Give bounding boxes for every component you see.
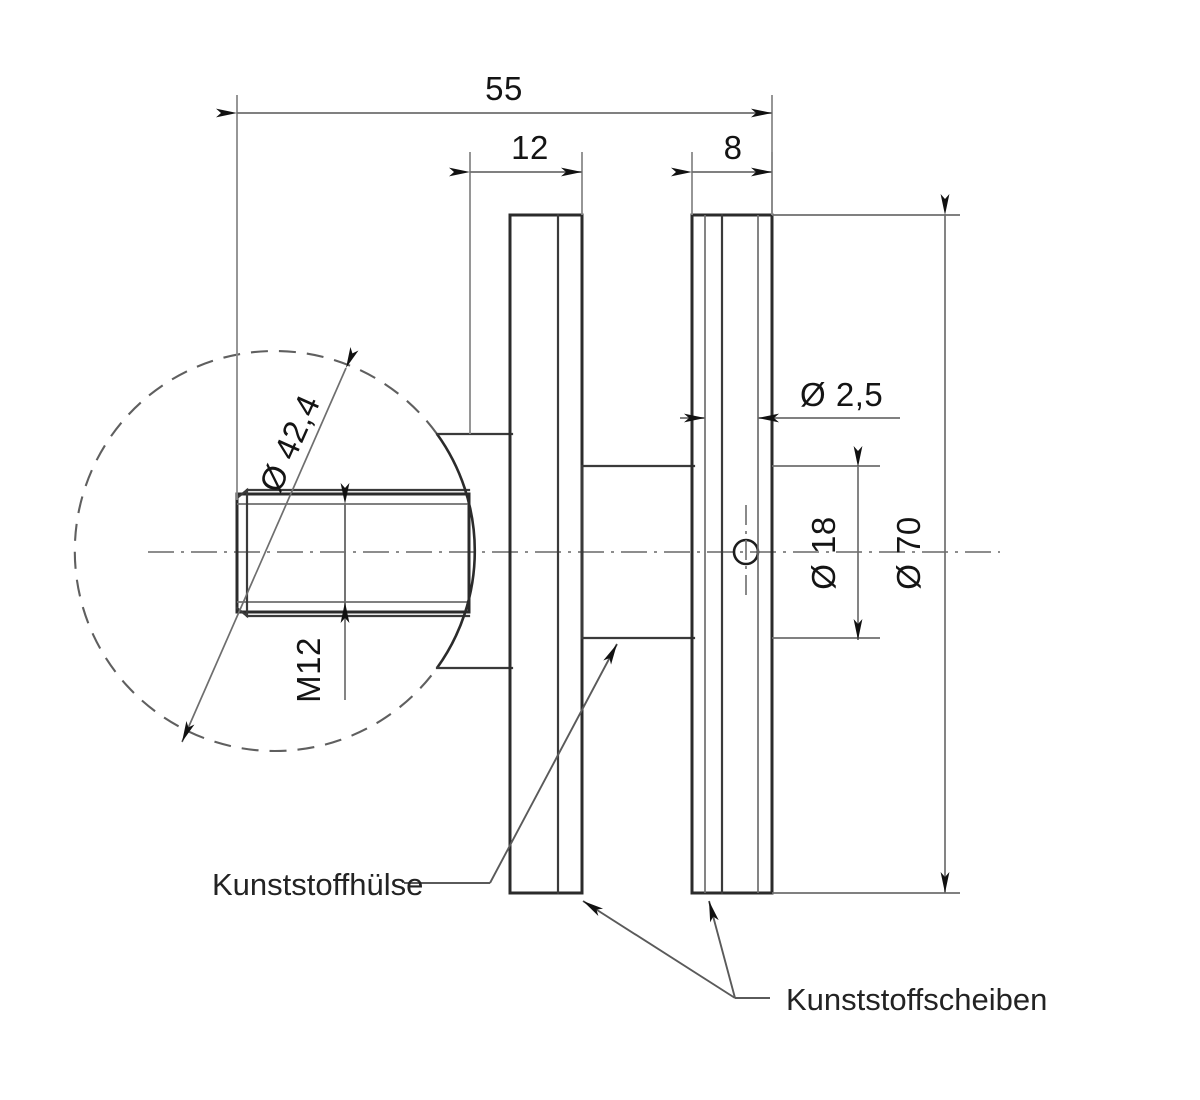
dimension-thread-m12: M12 xyxy=(290,483,350,703)
sleeve-callout-label: Kunststoffhülse xyxy=(212,867,423,902)
washers-leader-to-right-plate xyxy=(708,900,736,999)
washers-callout-label: Kunststoffscheiben xyxy=(786,982,1047,1017)
dim55-label: 55 xyxy=(485,70,523,107)
dim424-line xyxy=(181,347,359,743)
left-plate-outline xyxy=(508,213,584,895)
part-geometry xyxy=(73,213,1000,895)
small-cross-hole xyxy=(704,215,760,893)
plastic-sleeve-body xyxy=(580,464,696,640)
dim424-label: Ø 42,4 xyxy=(252,389,327,497)
right-plate-outline xyxy=(690,213,774,895)
dimension-sleeve-width: 12 xyxy=(449,129,583,434)
dim12-label: 12 xyxy=(511,129,549,166)
washers-leader-to-left-plate xyxy=(582,900,736,999)
dim70-label: Ø 70 xyxy=(890,516,927,590)
callout-plastic-washers: Kunststoffscheiben xyxy=(582,900,1047,1017)
dimension-outer-diameter: Ø 70 xyxy=(890,194,950,893)
flange-hidden-arc xyxy=(73,349,438,753)
dimension-small-hole: Ø 2,5 xyxy=(680,376,900,423)
right-washer-plate xyxy=(690,213,774,895)
dim18-label: Ø 18 xyxy=(805,516,842,590)
left-washer-plate xyxy=(508,213,584,895)
sleeve-leader-diagonal xyxy=(489,643,618,884)
flange-visible-arc xyxy=(435,433,477,669)
stud-outline xyxy=(235,492,471,614)
dim8-label: 8 xyxy=(724,129,743,166)
callout-plastic-sleeve: Kunststoffhülse xyxy=(212,643,618,902)
flange-diameter-circle xyxy=(73,349,477,753)
dim25-label: Ø 2,5 xyxy=(800,376,883,413)
m12-threaded-stud xyxy=(235,487,471,619)
dimension-disc-width: 8 xyxy=(671,129,773,215)
dimension-inner-bore: Ø 18 xyxy=(805,446,863,640)
m12-label: M12 xyxy=(290,637,327,703)
